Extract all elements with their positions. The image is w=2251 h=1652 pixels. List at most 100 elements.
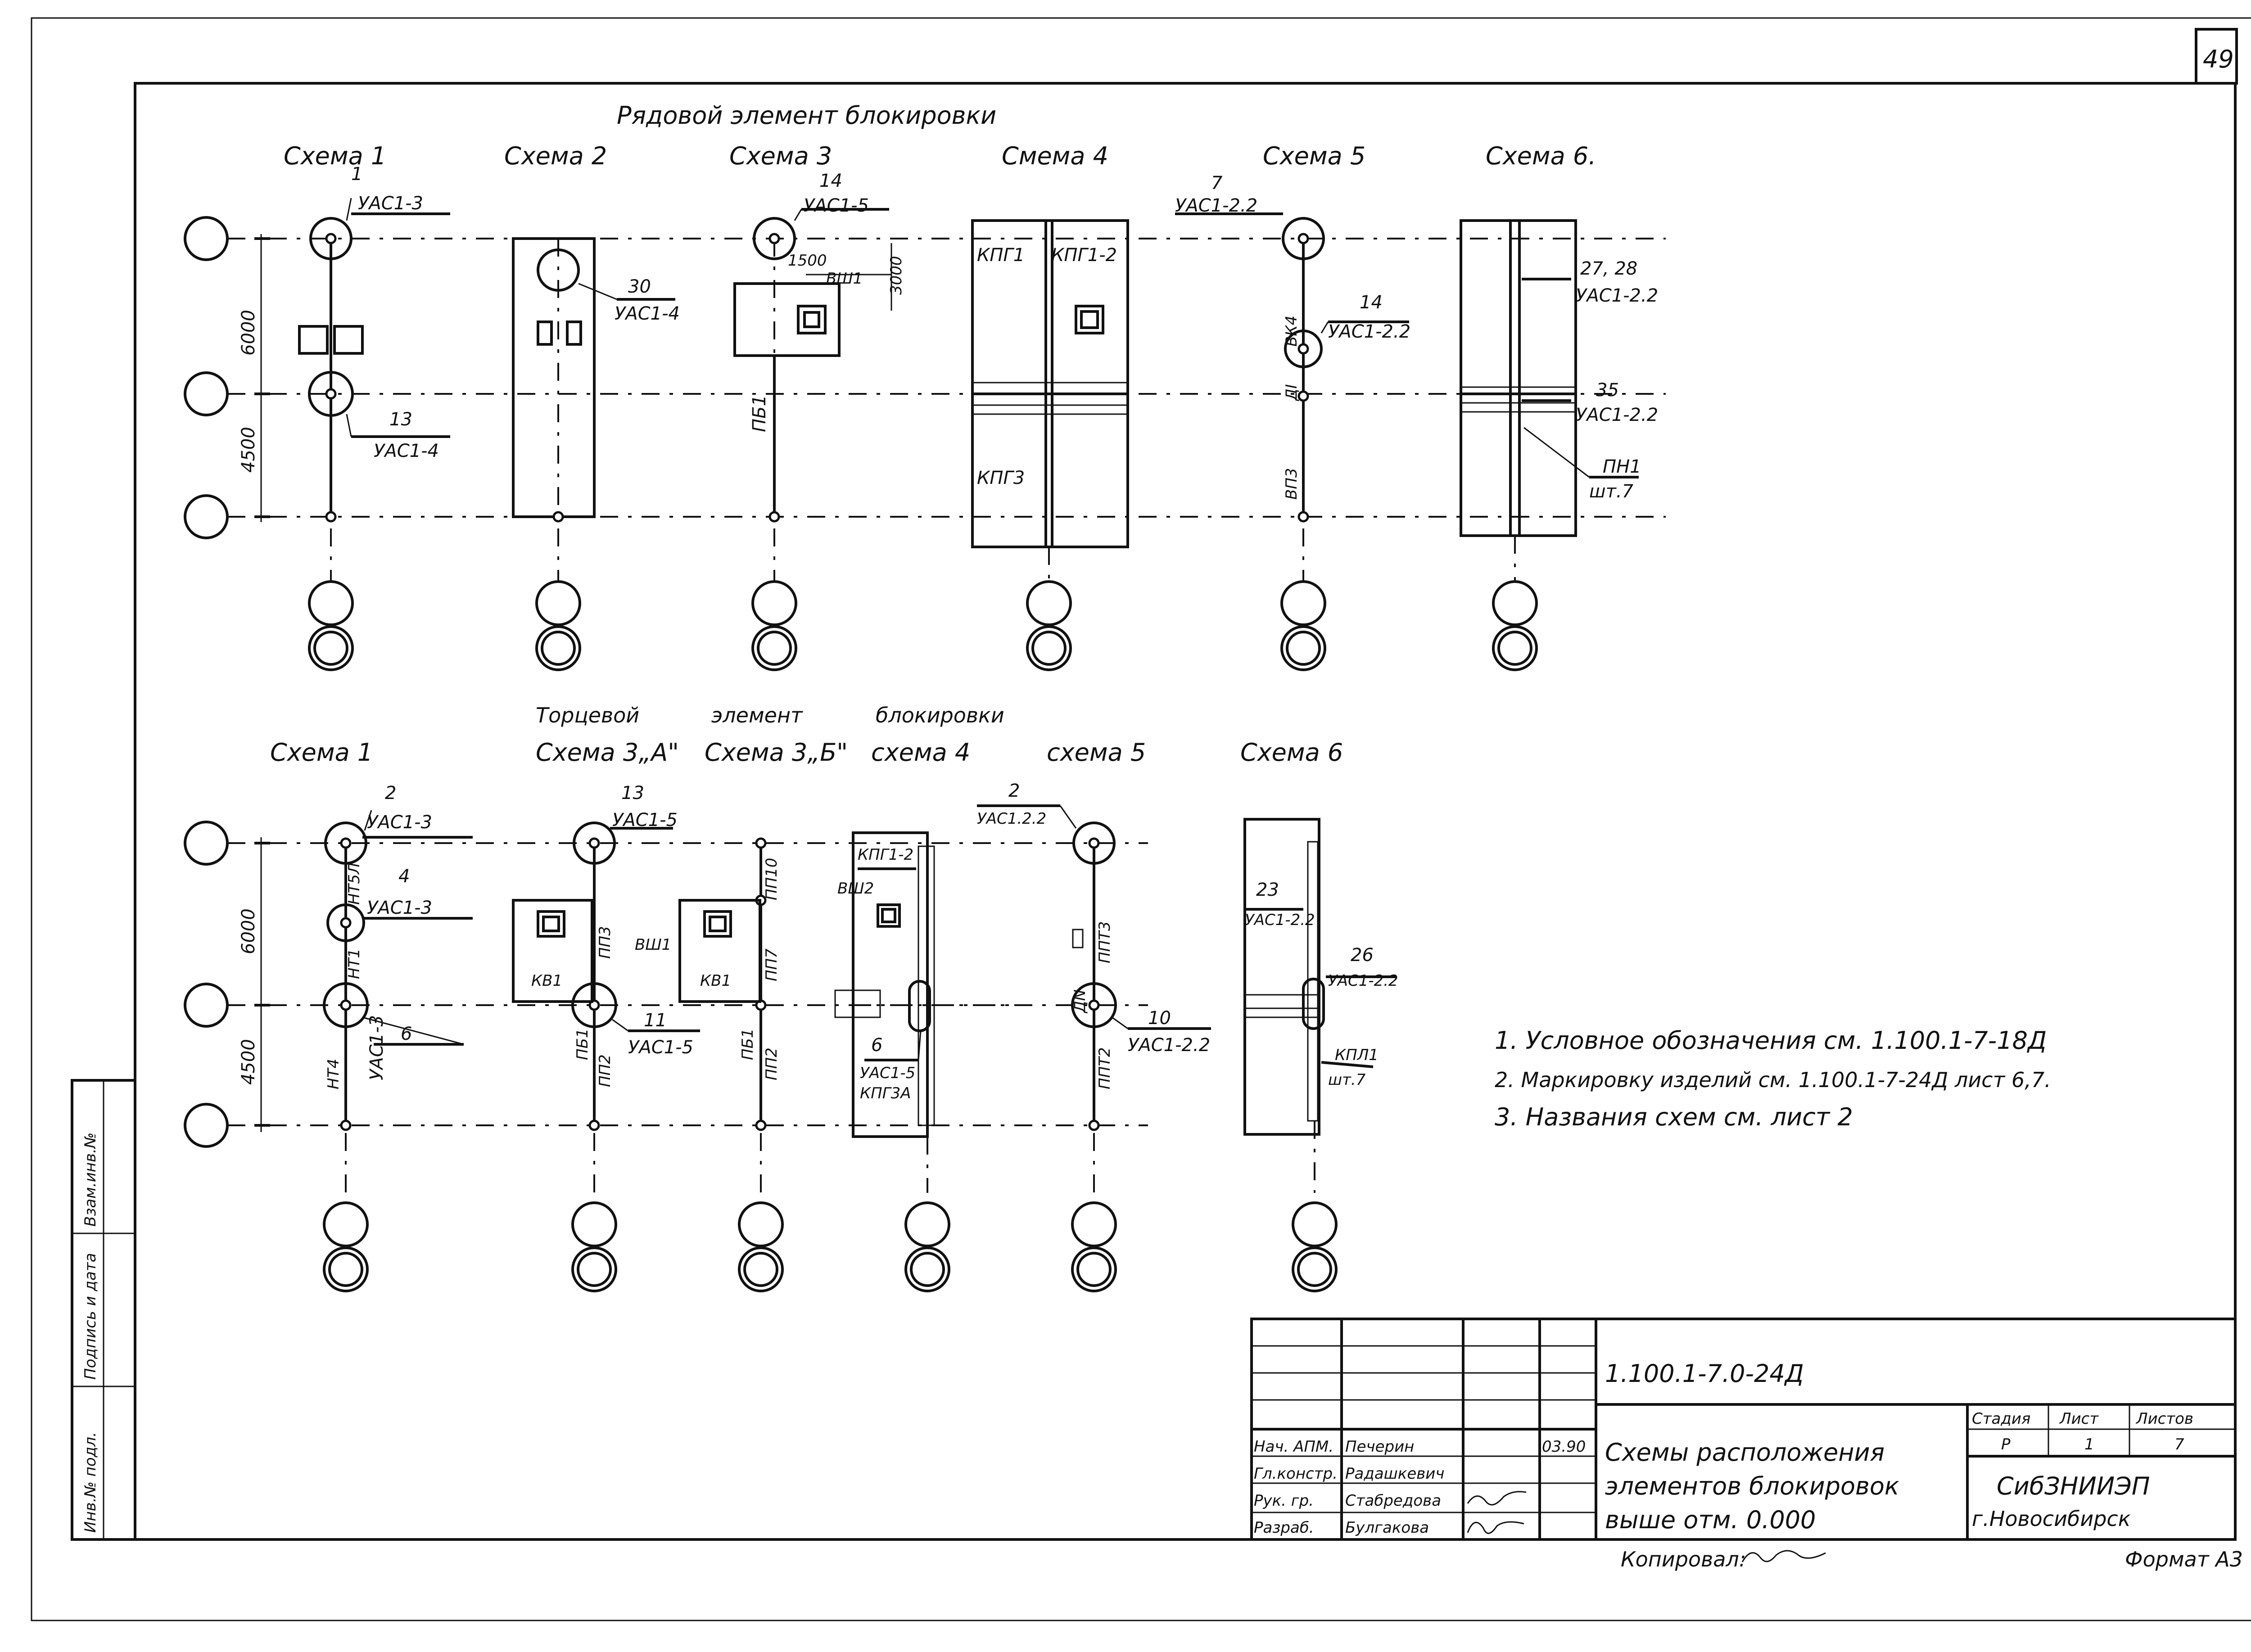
row1-top-code: УАС1-3 (358, 193, 423, 214)
row-dim-4500: 4500 (238, 427, 259, 473)
row-scheme-1 (298, 198, 450, 671)
end5-ppt3: ППТ3 (1096, 921, 1114, 963)
end4-vsh: ВШ2 (837, 880, 874, 898)
row5-vp: ВП3 (1283, 468, 1301, 500)
row-scheme-6 (1460, 219, 1639, 671)
org-city: г.Новосибирск (1972, 1507, 2131, 1531)
end1-a-code: УАС1-3 (367, 812, 432, 833)
end1-b-num: 4 (398, 866, 410, 887)
row-scheme-2 (512, 237, 675, 671)
end6-code: УАС1-2.2 (1245, 911, 1315, 929)
name-2: Радашкевич (1345, 1465, 1444, 1483)
role-3: Рук. гр. (1254, 1492, 1314, 1510)
end-dim-4500: 4500 (238, 1039, 259, 1085)
row-scheme-4 (971, 219, 1129, 671)
val-sheets: 7 (2174, 1435, 2184, 1453)
row6-c-num: ПН1 (1603, 456, 1641, 477)
val-sheet: 1 (2084, 1435, 2094, 1453)
end1-b-code: УАС1-3 (367, 898, 432, 918)
end-scheme-4-title: схема 4 (871, 738, 970, 767)
end1-nt5: НТ5Л (345, 862, 363, 905)
inner-frame (134, 82, 2237, 1541)
row6-a-num: 27, 28 (1580, 258, 1637, 279)
copied-by: Копировал: (1621, 1547, 1746, 1571)
row2-code: УАС1-4 (615, 303, 680, 324)
date: 03.90 (1542, 1438, 1586, 1456)
end-scheme-3b (678, 837, 784, 1292)
title-line-3: выше отм. 0.000 (1605, 1506, 1816, 1534)
hdr-stage: Стадия (1972, 1410, 2030, 1428)
row3-dim-1500: 1500 (788, 252, 827, 270)
side-stamp-sign: Подпись и дата (81, 1253, 99, 1380)
row4-kpg1: КПГ1 (977, 245, 1025, 266)
end3a-kv: КВ1 (531, 972, 562, 990)
end1-a-num: 2 (385, 783, 396, 803)
outer-border (31, 17, 2251, 1621)
note-3: 3. Названия схем см. лист 2 (1495, 1103, 1853, 1131)
signature-1 (1467, 1491, 1527, 1506)
end-scheme-1 (323, 810, 473, 1292)
end-scheme-5 (977, 804, 1211, 1292)
signature-2 (1467, 1521, 1524, 1534)
end-scheme-3a-title: Схема 3„А" (536, 738, 679, 767)
end-scheme-6 (1243, 818, 1396, 1292)
end3a-pp2: ПП2 (596, 1054, 614, 1087)
name-3: Стабредова (1345, 1492, 1441, 1510)
side-stamp-inv: Инв.№ подл. (81, 1432, 99, 1533)
title-line-1: Схемы расположения (1605, 1438, 1885, 1467)
end6-num2: 26 (1351, 945, 1374, 966)
end1-nt4: НТ4 (325, 1059, 343, 1089)
sheet-number-box (2195, 28, 2238, 85)
end-scheme-6-title: Схема 6 (1240, 738, 1343, 767)
end1-nt1: НТ1 (345, 948, 363, 979)
row3-vsh: ВШ1 (826, 270, 863, 288)
row-axes (184, 216, 1666, 539)
note-1: 1. Условное обозначения см. 1.100.1-7-18… (1495, 1026, 2047, 1055)
row2-num: 30 (628, 276, 651, 297)
end5-10code: УАС1-2.2 (1128, 1035, 1210, 1056)
end5-10: 10 (1148, 1008, 1171, 1029)
end5-dn: ДN (1071, 989, 1089, 1014)
row-scheme-2-title: Схема 2 (504, 142, 607, 170)
row3-num: 14 (819, 171, 842, 191)
end1-c-code: УАС1-3 (366, 1015, 387, 1080)
sheet-number: 49 (2203, 45, 2234, 73)
row4-kpg3: КПГ3 (977, 468, 1025, 488)
end3b-pp2: ПП2 (763, 1047, 781, 1080)
end6-sht: шт.7 (1328, 1071, 1366, 1089)
role-4: Разраб. (1254, 1519, 1314, 1537)
row3-dim-3000: 3000 (887, 256, 905, 295)
row-scheme-3-title: Схема 3 (729, 142, 832, 170)
end-scheme-1-title: Схема 1 (270, 738, 373, 767)
end4-kpg12: КПГ1-2 (858, 846, 913, 864)
row-scheme-1-title: Схема 1 (284, 142, 386, 170)
section-end-word3: блокировки (876, 703, 1004, 727)
end-axes (184, 821, 1148, 1148)
doc-code: 1.100.1-7.0-24Д (1605, 1359, 1804, 1388)
row5-top-code: УАС1-2.2 (1175, 195, 1257, 216)
title-block (1250, 1318, 2237, 1541)
end5-num: 2 (1008, 781, 1020, 801)
row3-code: УАС1-5 (804, 195, 869, 216)
end3b-kv: КВ1 (700, 972, 731, 990)
name-4: Булгакова (1345, 1519, 1429, 1537)
row5-mid-num: 14 (1360, 292, 1383, 313)
role-2: Гл.констр. (1254, 1465, 1338, 1483)
end-dim-6000: 6000 (238, 908, 259, 954)
end6-code2: УАС1-2.2 (1328, 972, 1398, 990)
row4-kpg12: КПГ1-2 (1051, 245, 1117, 266)
note-2: 2. Маркировку изделий см. 1.100.1-7-24Д … (1495, 1068, 2051, 1092)
row6-b-code: УАС1-2.2 (1576, 405, 1658, 425)
row1-mid-code: УАС1-4 (374, 441, 439, 461)
copied-signature (1741, 1550, 1826, 1562)
end4-num: 6 (871, 1035, 882, 1056)
row-scheme-3 (733, 208, 892, 671)
end-scheme-3a (512, 821, 700, 1292)
sheet-format: Формат А3 (2125, 1547, 2243, 1571)
hdr-sheets: Листов (2135, 1410, 2193, 1428)
side-stamp-vzam: Взам.инв.№ (81, 1133, 99, 1227)
section-row-title: Рядовой элемент блокировки (617, 101, 996, 130)
end5-ppt2: ППТ2 (1096, 1047, 1114, 1089)
role-1: Нач. АПМ. (1254, 1438, 1333, 1456)
row-scheme-5 (1175, 212, 1409, 671)
